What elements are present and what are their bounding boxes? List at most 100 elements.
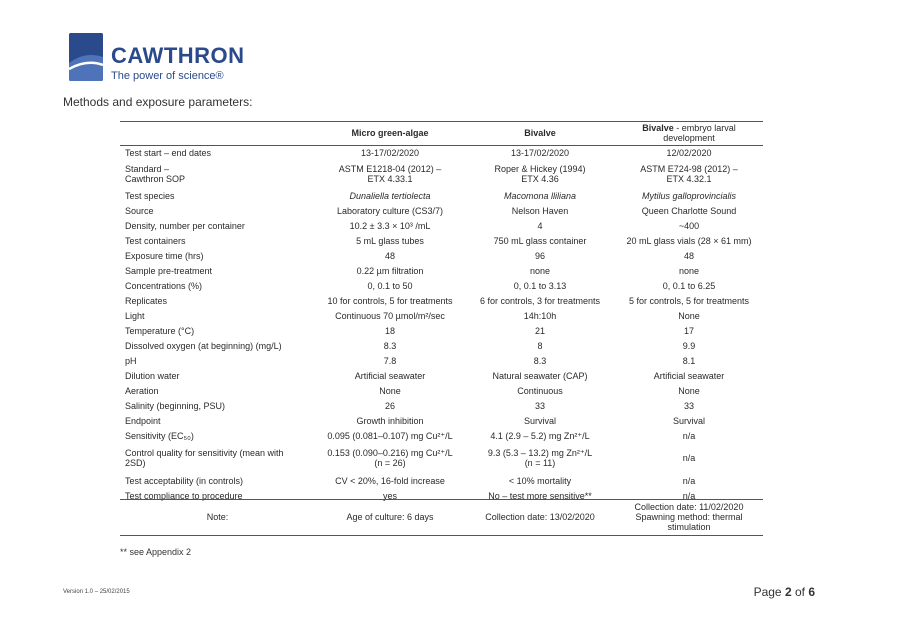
- row-value-bivalve: 0, 0.1 to 3.13: [513, 280, 567, 291]
- row-value-bivalve: Roper & Hickey (1994) ETX 4.36: [494, 164, 586, 184]
- row-label: Dilution water: [125, 370, 180, 381]
- table-row: Light Continuous 70 µmol/m²/sec 14h:10h Non…: [120, 308, 763, 323]
- footnote: ** see Appendix 2: [120, 547, 192, 557]
- table-row: Control quality for sensitivity (mean wi…: [120, 443, 763, 473]
- row-label: Test species: [125, 190, 175, 201]
- row-value-bivalve: 6 for controls, 3 for treatments: [479, 295, 601, 306]
- row-value-embryo: ASTM E724-98 (2012) – ETX 4.32.1: [640, 164, 738, 184]
- row-label: Source: [125, 205, 154, 216]
- table-row: Concentrations (%) 0, 0.1 to 50 0, 0.1 to …: [120, 278, 763, 293]
- row-label: Endpoint: [125, 415, 161, 426]
- row-value-embryo: ~400: [678, 220, 700, 231]
- row-value-bivalve: Continuous: [517, 385, 563, 396]
- table-row: Dissolved oxygen (at beginning) (mg/L) 8.…: [120, 338, 763, 353]
- row-value-bivalve: 13-17/02/2020: [510, 148, 570, 158]
- table-top-rule: [120, 121, 763, 122]
- row-value-embryo: 20 mL glass vials (28 × 61 mm): [626, 235, 752, 246]
- row-value-embryo: 48: [683, 250, 694, 261]
- row-value-embryo: 5 for controls, 5 for treatments: [628, 295, 750, 306]
- row-label: pH: [125, 355, 137, 366]
- row-value-algae: Laboratory culture (CS3/7): [336, 205, 444, 216]
- table-row: Test acceptability (in controls) CV < 20%…: [120, 473, 763, 488]
- row-value-algae: 0, 0.1 to 50: [367, 280, 413, 291]
- row-label: Sensitivity (EC₅₀): [125, 430, 194, 441]
- row-label: Temperature (°C): [125, 325, 195, 336]
- table-row: Replicates 10 for controls, 5 for treatme…: [120, 293, 763, 308]
- row-value-algae: 8.3: [383, 340, 397, 351]
- row-label: Test acceptability (in controls): [125, 475, 244, 486]
- row-value-bivalve: 21: [534, 325, 545, 336]
- row-label: Dissolved oxygen (at beginning) (mg/L): [125, 340, 282, 351]
- row-value-embryo: 12/02/2020: [666, 148, 712, 158]
- row-value-algae: 18: [384, 325, 395, 336]
- page-prefix: Page: [753, 585, 785, 599]
- note-label: Note:: [206, 512, 229, 522]
- row-value-algae: 13-17/02/2020: [360, 148, 420, 158]
- table-bottom-rule: [120, 535, 763, 536]
- row-value-algae: Growth inhibition: [356, 415, 424, 426]
- row-value-algae: None: [379, 385, 401, 396]
- row-value-bivalve: Survival: [523, 415, 556, 426]
- row-value-bivalve: 9.3 (5.3 – 13.2) mg Zn²⁺/L (n = 11): [487, 448, 593, 468]
- header-bivalve: Bivalve: [524, 128, 556, 138]
- row-value-algae: 10 for controls, 5 for treatments: [327, 295, 453, 306]
- row-value-bivalve: < 10% mortality: [508, 475, 572, 486]
- row-label: Test compliance to procedure: [125, 490, 243, 501]
- header-bivalve-embryo-rest: - embryo larval: [673, 123, 736, 133]
- table-row: Sensitivity (EC₅₀) 0.095 (0.081–0.107) mg…: [120, 428, 763, 443]
- page-total: 6: [808, 585, 815, 599]
- row-value-algae: 26: [384, 400, 395, 411]
- row-value-algae: Dunaliella tertiolecta: [349, 190, 431, 201]
- row-value-bivalve: 33: [534, 400, 545, 411]
- row-value-bivalve: 96: [534, 250, 545, 261]
- header-bivalve-embryo-line2: development: [663, 133, 715, 143]
- row-value-bivalve: 8.3: [533, 355, 547, 366]
- row-value-algae: yes: [382, 490, 397, 501]
- row-value-embryo: None: [678, 310, 700, 321]
- row-value-embryo: 8.1: [682, 355, 696, 366]
- row-label: Standard – Cawthron SOP: [125, 164, 186, 184]
- row-value-algae: 0.22 µm filtration: [356, 265, 424, 276]
- row-value-algae: ASTM E1218-04 (2012) – ETX 4.33.1: [338, 164, 442, 184]
- row-value-algae: CV < 20%, 16-fold increase: [335, 475, 445, 486]
- row-value-bivalve: 4: [537, 220, 543, 231]
- page-current: 2: [784, 585, 792, 599]
- cawthron-logo: CAWTHRON The power of science®: [69, 33, 269, 83]
- table-row: Standard – Cawthron SOP ASTM E1218-04 (20…: [120, 160, 763, 188]
- row-label: Density, number per container: [125, 220, 245, 231]
- row-label: Test containers: [125, 235, 186, 246]
- row-label: Replicates: [125, 295, 168, 306]
- page-sep: of: [791, 585, 809, 599]
- row-value-algae: 0.095 (0.081–0.107) mg Cu²⁺/L: [327, 430, 453, 441]
- row-value-embryo: 9.9: [682, 340, 696, 351]
- row-value-bivalve: 14h:10h: [523, 310, 557, 321]
- row-value-embryo: 0, 0.1 to 6.25: [662, 280, 716, 291]
- row-label: Salinity (beginning, PSU): [125, 400, 226, 411]
- row-label: Control quality for sensitivity (mean wi…: [125, 448, 284, 468]
- table-header-rule: [120, 145, 763, 146]
- table-row: Endpoint Growth inhibition Survival Surviva…: [120, 413, 763, 428]
- row-label: Aeration: [125, 385, 159, 396]
- row-value-algae: Continuous 70 µmol/m²/sec: [335, 310, 445, 321]
- table-row: Test start – end dates 13-17/02/2020 13-17…: [120, 146, 763, 160]
- row-label: Concentrations (%): [125, 280, 203, 291]
- section-title: Methods and exposure parameters:: [63, 95, 253, 109]
- row-value-embryo: Survival: [672, 415, 705, 426]
- row-value-bivalve: Natural seawater (CAP): [492, 370, 588, 381]
- row-value-bivalve: No – test more sensitive**: [488, 490, 592, 501]
- row-label: Light: [125, 310, 145, 321]
- row-value-bivalve: Macomona lliliana: [503, 190, 577, 201]
- table-note-row: Note: Age of culture: 6 days Collection …: [120, 500, 763, 534]
- row-label: Test start – end dates: [125, 148, 212, 158]
- note-bivalve-embryo: Collection date: 11/02/2020 Spawning met…: [634, 502, 744, 532]
- row-value-bivalve: 8: [537, 340, 543, 351]
- row-value-embryo: Mytilus galloprovincialis: [641, 190, 737, 201]
